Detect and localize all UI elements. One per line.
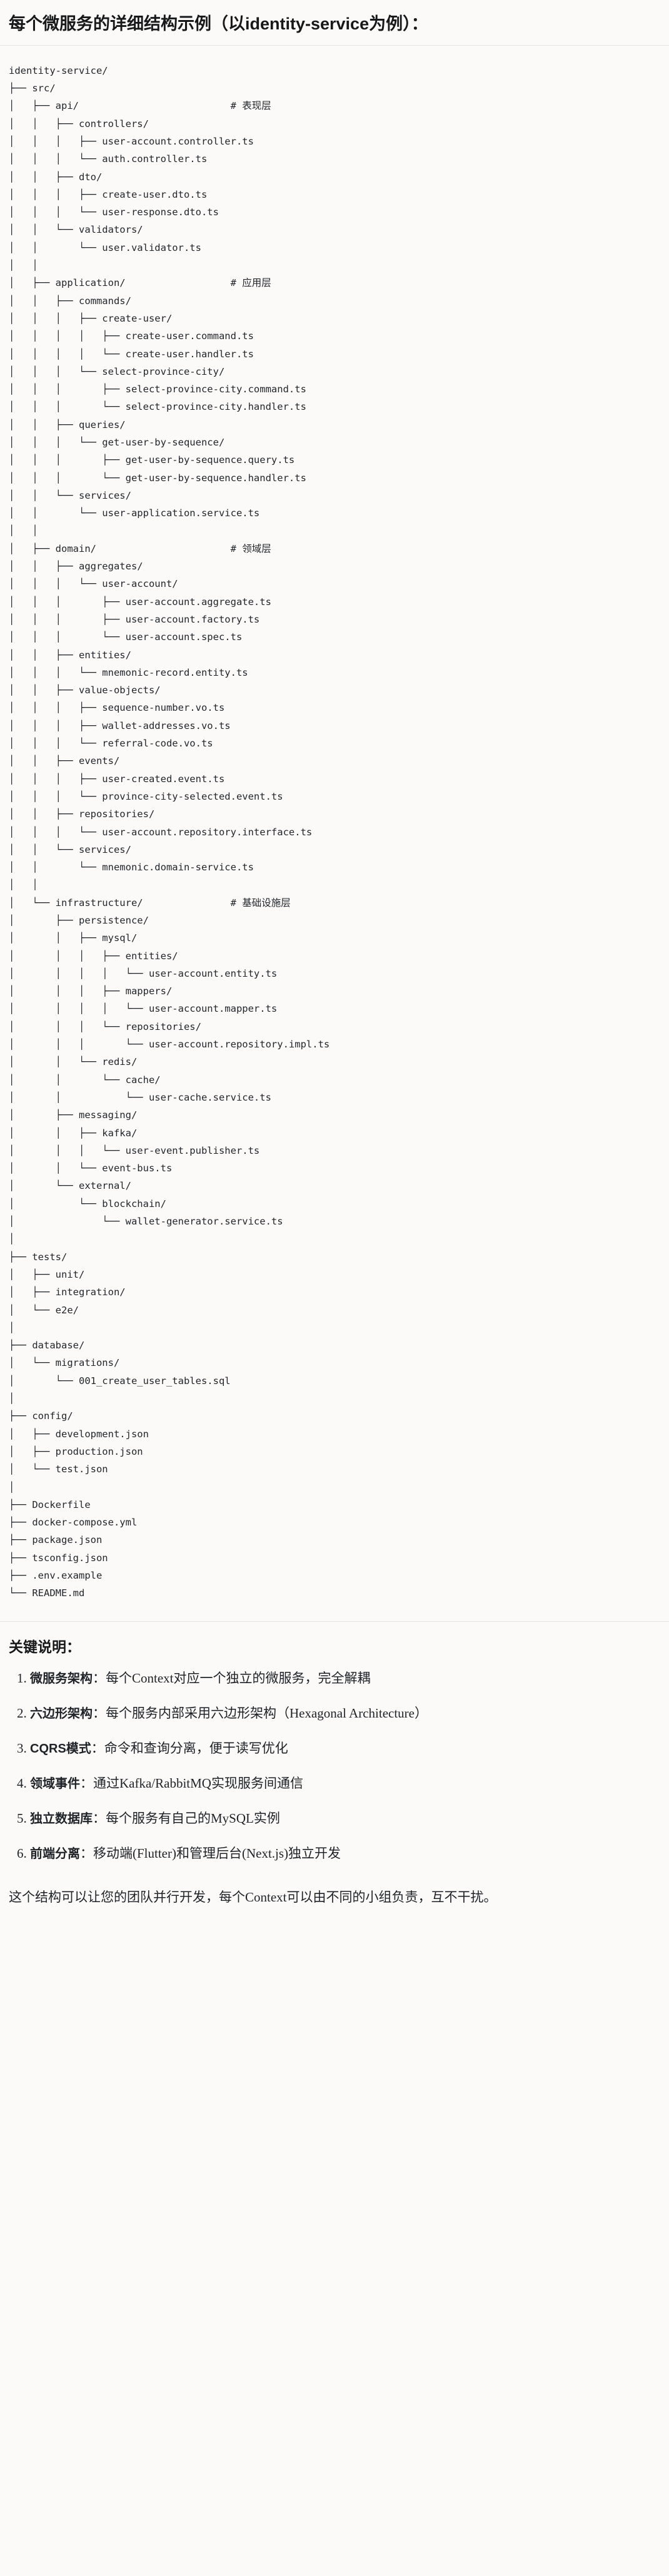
- key-point-separator: ：: [93, 1706, 106, 1721]
- key-point-term: 独立数据库: [30, 1812, 93, 1826]
- key-point-term: CQRS模式: [30, 1742, 91, 1756]
- key-point-term: 领域事件: [30, 1777, 80, 1791]
- key-point-separator: ：: [93, 1811, 106, 1826]
- key-point-description: 每个Context对应一个独立的微服务，完全解耦: [106, 1671, 371, 1686]
- key-point-separator: ：: [93, 1671, 106, 1686]
- key-point-term: 前端分离: [30, 1847, 80, 1861]
- document-page: 每个微服务的详细结构示例（以identity-service为例）： ident…: [0, 0, 669, 1924]
- closing-paragraph: 这个结构可以让您的团队并行开发，每个Context可以由不同的小组负责，互不干扰…: [9, 1890, 497, 1905]
- key-point-item: 前端分离：移动端(Flutter)和管理后台(Next.js)独立开发: [30, 1844, 660, 1863]
- key-point-separator: ：: [91, 1741, 104, 1756]
- key-points-list: 微服务架构：每个Context对应一个独立的微服务，完全解耦六边形架构：每个服务…: [9, 1669, 660, 1863]
- directory-tree: identity-service/ ├── src/ │ ├── api/ # …: [9, 64, 330, 1599]
- key-point-description: 移动端(Flutter)和管理后台(Next.js)独立开发: [93, 1846, 341, 1861]
- key-point-separator: ：: [80, 1776, 93, 1791]
- key-point-item: 领域事件：通过Kafka/RabbitMQ实现服务间通信: [30, 1774, 660, 1793]
- key-point-term: 微服务架构: [30, 1672, 93, 1686]
- key-point-item: 独立数据库：每个服务有自己的MySQL实例: [30, 1809, 660, 1828]
- key-point-description: 命令和查询分离，便于读写优化: [104, 1741, 288, 1756]
- key-point-separator: ：: [80, 1846, 93, 1861]
- key-point-term: 六边形架构: [30, 1707, 93, 1721]
- key-points-section: 关键说明： 微服务架构：每个Context对应一个独立的微服务，完全解耦六边形架…: [0, 1622, 669, 1885]
- key-point-item: 微服务架构：每个Context对应一个独立的微服务，完全解耦: [30, 1669, 660, 1688]
- page-title: 每个微服务的详细结构示例（以identity-service为例）：: [0, 0, 669, 46]
- key-points-title: 关键说明：: [9, 1638, 81, 1655]
- directory-tree-block: identity-service/ ├── src/ │ ├── api/ # …: [0, 45, 669, 1622]
- key-point-description: 通过Kafka/RabbitMQ实现服务间通信: [93, 1776, 303, 1791]
- key-point-item: CQRS模式：命令和查询分离，便于读写优化: [30, 1739, 660, 1758]
- key-point-item: 六边形架构：每个服务内部采用六边形架构（Hexagonal Architectu…: [30, 1704, 660, 1723]
- key-point-description: 每个服务有自己的MySQL实例: [106, 1811, 280, 1826]
- key-point-description: 每个服务内部采用六边形架构（Hexagonal Architecture）: [106, 1706, 428, 1721]
